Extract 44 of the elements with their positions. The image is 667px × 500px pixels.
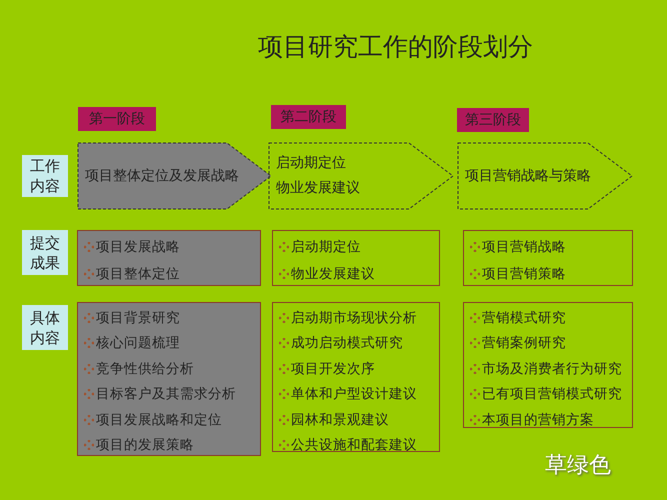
list-item: 营销模式研究 — [482, 308, 566, 327]
list-item: 项目营销战略 — [482, 238, 566, 256]
chevron-box — [77, 142, 272, 210]
row-label: 工作内容 — [22, 155, 68, 197]
list-item: 本项目的营销方案 — [482, 410, 594, 429]
stage-text: 启动期定位 — [276, 154, 347, 173]
content-box — [463, 302, 633, 428]
list-item: 竞争性供给分析 — [96, 360, 194, 378]
stage-tag: 第二阶段 — [271, 105, 346, 129]
list-item: 启动期市场现状分析 — [291, 308, 417, 327]
list-item: 项目整体定位 — [96, 264, 180, 282]
content-box — [272, 302, 440, 452]
chevron-box — [268, 142, 454, 210]
list-item: 核心问题梳理 — [96, 334, 180, 352]
list-item: 项目开发次序 — [291, 360, 375, 378]
title: 项目研究工作的阶段划分 — [258, 31, 533, 63]
list-item: 项目背景研究 — [96, 308, 180, 327]
list-item: 项目发展战略 — [96, 238, 180, 256]
row-label: 具体内容 — [22, 305, 68, 350]
list-item: 已有项目营销模式研究 — [482, 385, 622, 404]
result-box — [463, 230, 633, 286]
content-box — [77, 302, 261, 456]
row-label: 提交成果 — [22, 230, 68, 275]
list-item: 启动期定位 — [291, 238, 361, 256]
stage-text: 物业发展建议 — [276, 179, 360, 198]
list-item: 项目的发展策略 — [96, 436, 194, 454]
result-box — [77, 230, 261, 286]
list-item: 项目营销策略 — [482, 264, 566, 282]
list-item: 单体和户型设计建议 — [291, 385, 417, 404]
list-item: 公共设施和配套建议 — [291, 436, 417, 454]
list-item: 园林和景观建议 — [291, 410, 389, 429]
list-item: 项目发展战略和定位 — [96, 410, 222, 429]
list-item: 物业发展建议 — [291, 264, 375, 282]
list-item: 市场及消费者行为研究 — [482, 360, 622, 378]
result-box — [272, 230, 440, 286]
list-item: 目标客户及其需求分析 — [96, 385, 236, 404]
list-item: 成功启动模式研究 — [291, 334, 403, 352]
stage-text: 项目整体定位及发展战略 — [85, 166, 239, 186]
stage-tag: 第一阶段 — [78, 107, 156, 131]
stage-text: 项目营销战略与策略 — [465, 166, 591, 186]
chevron-box — [457, 142, 633, 210]
stage-tag: 第三阶段 — [457, 108, 529, 132]
corner-note: 草绿色 — [545, 452, 611, 480]
list-item: 营销案例研究 — [482, 334, 566, 352]
